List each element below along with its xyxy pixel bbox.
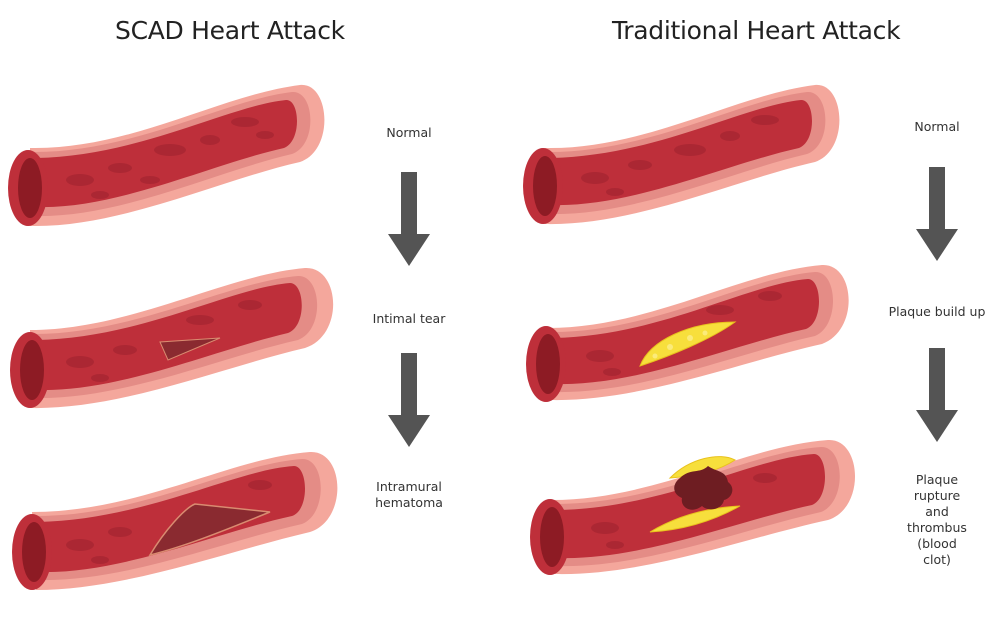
traditional-normal-artery xyxy=(523,84,840,225)
scad-arrow-1 xyxy=(388,172,430,266)
traditional-arrow-2 xyxy=(916,348,958,442)
scad-stage-label-hematoma: Intramural hematoma xyxy=(375,479,443,510)
scad-intimal-tear-artery xyxy=(10,267,334,409)
plaque-buildup xyxy=(639,321,737,367)
scad-arrow-2 xyxy=(388,353,430,447)
plaque-bottom xyxy=(649,505,741,533)
intimal-tear xyxy=(159,337,221,361)
scad-stage-label-intimal-tear: Intimal tear xyxy=(372,311,446,326)
scad-stage-label-normal: Normal xyxy=(386,125,432,140)
traditional-plaque-artery xyxy=(526,264,849,402)
traditional-rupture-artery xyxy=(530,439,856,575)
traditional-stage-label-rupture: Plaque rupture and thrombus (blood clot) xyxy=(907,472,967,567)
traditional-arrow-1 xyxy=(916,167,958,261)
scad-normal-artery xyxy=(8,84,325,227)
scad-title: SCAD Heart Attack xyxy=(115,16,345,45)
traditional-title: Traditional Heart Attack xyxy=(612,16,901,45)
traditional-stage-label-plaque: Plaque build up xyxy=(888,304,986,319)
thrombus-clot xyxy=(674,466,733,510)
scad-hematoma-artery xyxy=(12,451,338,590)
intramural-hematoma xyxy=(148,503,271,557)
traditional-stage-label-normal: Normal xyxy=(914,119,960,134)
